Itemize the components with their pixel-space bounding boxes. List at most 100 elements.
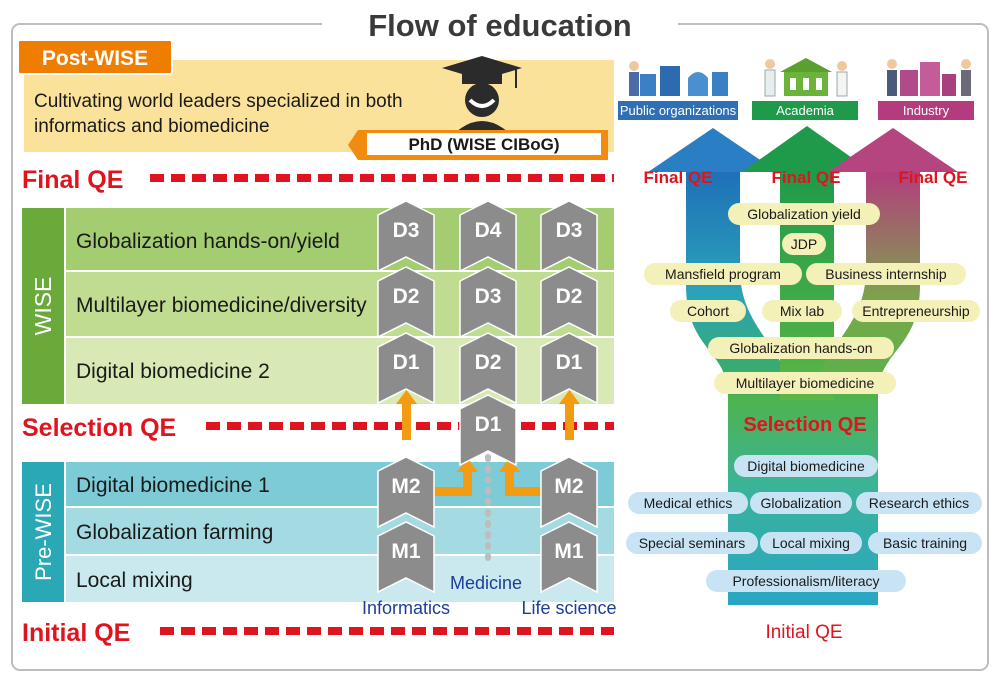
chevron-life-science-3 xyxy=(540,266,598,339)
chevron-label-informatics-2: D1 xyxy=(393,351,420,374)
upper-pill-4: Cohort xyxy=(670,300,746,322)
chevron-informatics-2 xyxy=(377,332,435,405)
lower-pill-3: Research ethics xyxy=(856,492,982,514)
career-tag-academia xyxy=(752,101,858,120)
wise-side-label: WISE xyxy=(30,277,56,336)
chevron-label-medicine-2: D3 xyxy=(475,285,502,308)
track-label-informatics: Informatics xyxy=(362,598,450,618)
track-label-life-science: Life science xyxy=(521,598,616,618)
lower-pill-4: Special seminars xyxy=(626,532,758,554)
chevron-medicine-0 xyxy=(459,394,517,467)
lower-pill-7: Professionalism/literacy xyxy=(706,570,906,592)
lower-pill-6-label: Basic training xyxy=(883,535,967,551)
chevron-informatics-1 xyxy=(377,456,435,529)
selection-qe-trunk-label: Selection QE xyxy=(743,414,866,436)
upper-pill-0-label: Globalization yield xyxy=(747,206,861,222)
wise-row-1-label: Globalization hands-on/yield xyxy=(76,230,340,253)
chevron-label-informatics-0: M1 xyxy=(391,540,420,563)
upper-pill-1-label: JDP xyxy=(791,236,817,252)
chevron-label-informatics-1: M2 xyxy=(391,475,420,498)
post-wise-tag-label: Post-WISE xyxy=(42,47,148,70)
wise-row-3-label: Digital biomedicine 2 xyxy=(76,360,270,383)
career-tag-public-label: Public organizations xyxy=(620,103,737,118)
lower-pill-1-label: Medical ethics xyxy=(644,495,733,511)
pre-wise-row-3-label: Local mixing xyxy=(76,569,193,592)
chevron-informatics-0 xyxy=(377,521,435,594)
chevron-label-medicine-1: D2 xyxy=(475,351,502,374)
upper-pill-1: JDP xyxy=(782,233,826,255)
academia-icon xyxy=(764,58,848,97)
pre-wise-row-2 xyxy=(66,508,614,554)
chevron-label-informatics-3: D2 xyxy=(393,285,420,308)
upper-pill-6-label: Entrepreneurship xyxy=(862,303,970,319)
upper-pill-0: Globalization yield xyxy=(728,203,880,225)
chevron-medicine-3 xyxy=(459,200,517,273)
chevron-label-informatics-4: D3 xyxy=(393,219,420,242)
arrow-head-middle xyxy=(742,126,872,172)
lower-pill-4-label: Special seminars xyxy=(639,535,746,551)
upper-pill-8-label: Multilayer biomedicine xyxy=(736,375,875,391)
upper-pill-6: Entrepreneurship xyxy=(852,300,980,322)
final-qe-arrow-left: Final QE xyxy=(644,168,713,187)
upper-pill-4-label: Cohort xyxy=(687,303,729,319)
selection-qe-label: Selection QE xyxy=(22,414,176,442)
wise-row-3 xyxy=(66,338,614,404)
post-wise-tag xyxy=(17,39,173,75)
chevron-label-life-science-4: D3 xyxy=(556,219,583,242)
chevron-informatics-4 xyxy=(377,200,435,273)
pre-wise-row-1 xyxy=(66,462,614,506)
lower-pill-3-label: Research ethics xyxy=(869,495,969,511)
lower-pill-0: Digital biomedicine xyxy=(734,455,878,477)
phd-banner-label: PhD (WISE CIBoG) xyxy=(408,135,559,154)
industry-icon xyxy=(887,59,971,96)
post-wise-description-line1: Cultivating world leaders specialized in… xyxy=(34,91,403,112)
upper-pill-5: Mix lab xyxy=(762,300,842,322)
chevron-medicine-1 xyxy=(459,332,517,405)
upper-pill-3: Business internship xyxy=(806,263,966,285)
arrow-head-left xyxy=(648,128,778,172)
lower-pill-6: Basic training xyxy=(868,532,982,554)
career-tag-industry xyxy=(878,101,974,120)
chevron-label-medicine-3: D4 xyxy=(475,219,502,242)
chevron-label-life-science-3: D2 xyxy=(556,285,583,308)
chevron-label-life-science-1: M2 xyxy=(554,475,583,498)
public-organizations-icon xyxy=(629,61,728,96)
post-wise-description-line2: informatics and biomedicine xyxy=(34,116,270,137)
upper-pill-7-label: Globalization hands-on xyxy=(729,340,872,356)
career-tag-industry-label: Industry xyxy=(903,103,950,118)
track-label-medicine: Medicine xyxy=(450,573,522,593)
chevron-label-life-science-2: D1 xyxy=(556,351,583,374)
initial-qe-trunk-label: Initial QE xyxy=(765,622,842,643)
wise-side-bar xyxy=(22,208,64,404)
arrow-head-right xyxy=(828,128,958,172)
wise-row-1 xyxy=(66,208,614,270)
chevron-informatics-3 xyxy=(377,266,435,339)
lower-pill-2-label: Globalization xyxy=(761,495,842,511)
chevron-life-science-1 xyxy=(540,456,598,529)
pre-wise-side-label: Pre-WISE xyxy=(31,483,56,581)
lower-pill-2: Globalization xyxy=(750,492,852,514)
upper-pill-2: Mansfield program xyxy=(644,263,802,285)
wise-row-2-label: Multilayer biomedicine/diversity xyxy=(76,294,367,317)
chevron-medicine-2 xyxy=(459,266,517,339)
final-qe-arrow-right: Final QE xyxy=(899,168,968,187)
graduate-icon xyxy=(442,56,522,132)
pre-wise-side-bar xyxy=(22,462,64,602)
diagram-title: Flow of education xyxy=(368,8,632,43)
lower-pill-0-label: Digital biomedicine xyxy=(747,458,865,474)
orange-arrows xyxy=(396,390,580,496)
upper-pill-8: Multilayer biomedicine xyxy=(714,372,896,394)
upper-pill-2-label: Mansfield program xyxy=(665,266,781,282)
lower-pill-1: Medical ethics xyxy=(628,492,748,514)
final-qe-label: Final QE xyxy=(22,166,123,194)
lower-pill-5-label: Local mixing xyxy=(772,535,850,551)
career-tag-public xyxy=(618,101,738,120)
wise-row-2 xyxy=(66,272,614,336)
initial-qe-label: Initial QE xyxy=(22,619,130,647)
title-backdrop xyxy=(322,6,678,46)
chevron-life-science-2 xyxy=(540,332,598,405)
upper-pill-5-label: Mix lab xyxy=(780,303,825,319)
lower-pill-7-label: Professionalism/literacy xyxy=(732,573,879,589)
